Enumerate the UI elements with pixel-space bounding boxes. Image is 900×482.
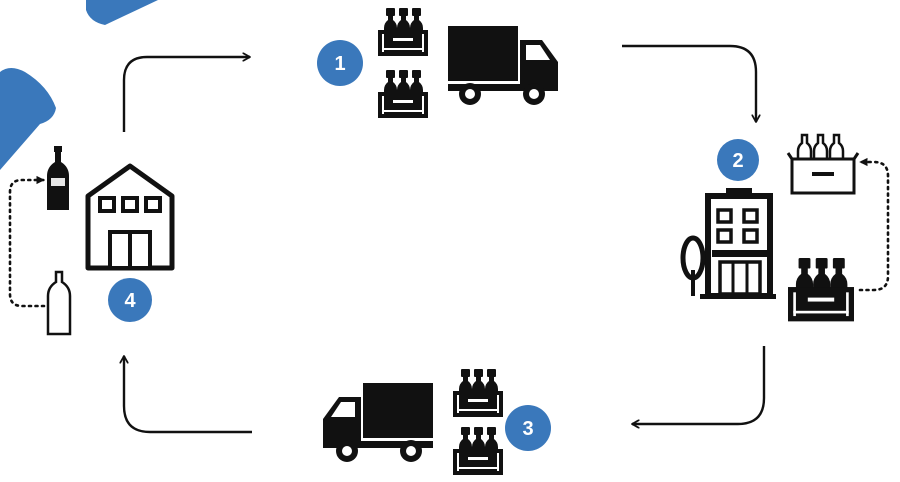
empty-bottle-icon bbox=[46, 270, 72, 336]
arrow-to-step-4 bbox=[124, 356, 252, 434]
step-4-number: 4 bbox=[124, 290, 136, 312]
step-1-group: 1 bbox=[317, 8, 558, 118]
step-3-number: 3 bbox=[522, 418, 533, 440]
decorative-blue-shape-top bbox=[86, 0, 158, 25]
truck-icon bbox=[323, 383, 433, 462]
arrow-to-step-1 bbox=[122, 57, 250, 132]
arrow-to-step-3 bbox=[632, 346, 766, 424]
step-2-group: 2 bbox=[680, 133, 860, 322]
full-bottle-icon bbox=[47, 146, 69, 210]
step-2-number: 2 bbox=[732, 150, 743, 172]
decorative-blue-shape-left bbox=[0, 68, 56, 170]
bottle-crate-icon bbox=[453, 427, 503, 475]
step-1-number: 1 bbox=[334, 53, 345, 75]
bottle-crate-icon bbox=[453, 369, 503, 417]
bottle-crate-icon bbox=[788, 258, 854, 322]
warehouse-icon bbox=[85, 163, 175, 271]
bottle-crate-icon bbox=[378, 70, 428, 118]
arrow-to-step-2 bbox=[622, 44, 756, 122]
step-3-group: 3 bbox=[323, 369, 551, 475]
step-1-badge bbox=[317, 40, 363, 86]
bottle-crate-icon bbox=[378, 8, 428, 56]
office-building-icon bbox=[700, 188, 776, 299]
bottle-refill-loop bbox=[8, 175, 46, 308]
step-3-badge bbox=[505, 405, 551, 451]
step-4-badge bbox=[108, 278, 152, 322]
truck-icon bbox=[448, 26, 558, 105]
tree-icon bbox=[680, 235, 706, 296]
crate-exchange-loop bbox=[858, 157, 890, 292]
bottle-crate-icon bbox=[786, 133, 860, 195]
step-2-badge bbox=[717, 139, 759, 181]
step-4-group: 4 bbox=[46, 146, 175, 336]
